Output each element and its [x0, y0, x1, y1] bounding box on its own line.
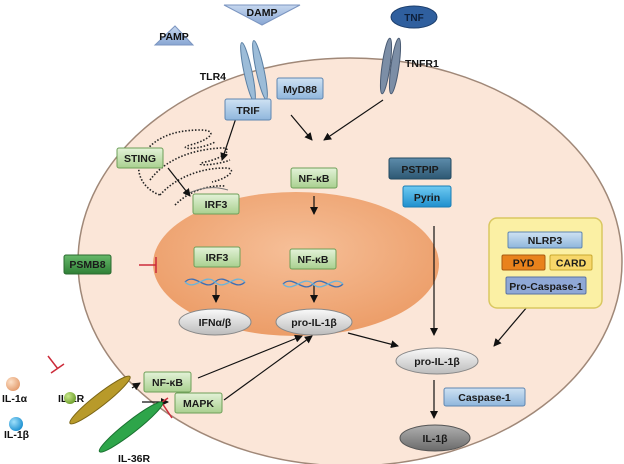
mapk-label: MAPK: [183, 398, 214, 410]
mapk-box: MAPK: [174, 392, 223, 414]
caspase1-box: Caspase-1: [443, 387, 526, 407]
arrow-sting-irf3: [167, 167, 191, 197]
myd88-label: MyD88: [283, 84, 317, 96]
nucleus-irf3-box: IRF3: [193, 246, 241, 268]
nfkb-cyto-box: NF-κB: [290, 167, 338, 189]
arrow-nucleus-proil1b: [347, 332, 399, 349]
proil1b-oval: pro-IL-1β: [395, 347, 479, 375]
tnf-label: TNF: [404, 13, 423, 24]
nfkb-il1r-label: NF-κB: [152, 377, 183, 389]
inhibit-il1ra-il1r: [47, 355, 65, 374]
arrow-myd88-nfkb: [290, 114, 313, 141]
il1b-oval: IL-1β: [399, 424, 471, 452]
il1a-ligand: IL-1α: [2, 377, 28, 405]
nucleus-nfkb-label: NF-κB: [298, 254, 329, 266]
myd88-box: MyD88: [276, 77, 324, 100]
pstpip-box: PSTPIP: [388, 157, 452, 180]
tnfr1-label: TNFR1: [405, 58, 439, 70]
inhibit-psmb8-nucleus: [139, 257, 157, 273]
irf3-cyto-box: IRF3: [192, 193, 240, 215]
nlrp3-label: NLRP3: [528, 235, 563, 247]
inflammasome: NLRP3 PYD CARD Pro-Caspase-1: [488, 217, 603, 309]
nfkb-il1r-box: NF-κB: [143, 371, 192, 393]
damp-label: DAMP: [247, 7, 278, 19]
nucleus-proil1b-label: pro-IL-1β: [291, 317, 337, 329]
proil1b-label: pro-IL-1β: [414, 356, 460, 368]
nfkb-cyto-label: NF-κB: [299, 173, 330, 185]
psmb8-label: PSMB8: [69, 259, 105, 271]
psmb8-box: PSMB8: [63, 254, 112, 275]
nucleus-nfkb-box: NF-κB: [289, 248, 337, 270]
dna-icon: [184, 278, 246, 286]
card-label: CARD: [556, 258, 587, 270]
pstpip-label: PSTPIP: [401, 164, 438, 176]
pyrin-box: Pyrin: [402, 185, 452, 208]
irf3-cyto-label: IRF3: [205, 199, 228, 211]
damp: DAMP: [223, 4, 301, 26]
nucleus-irf3-label: IRF3: [206, 252, 229, 264]
nucleus-proil1b-oval: pro-IL-1β: [275, 308, 353, 336]
tnf: TNF: [390, 5, 438, 29]
arrow-trif-irf3: [220, 114, 238, 161]
caspase1-label: Caspase-1: [458, 392, 511, 404]
il1b-ligand: IL-1β: [4, 417, 30, 441]
il1b-product-label: IL-1β: [422, 433, 448, 445]
il36r-receptor: IL-36R: [98, 401, 164, 464]
pamp: PAMP: [153, 25, 195, 46]
sting-box: STING: [116, 147, 164, 169]
pyd-label: PYD: [513, 258, 535, 270]
pro-caspase1-label: Pro-Caspase-1: [509, 281, 583, 293]
pyrin-label: Pyrin: [414, 192, 440, 204]
arrow-mapk-nucleus: [223, 335, 313, 401]
trif-box: TRIF: [224, 98, 272, 121]
il36r-label: IL-36R: [118, 453, 151, 464]
arrow-il1r-nfkb: [131, 382, 141, 391]
ifn-label: IFNα/β: [199, 317, 232, 329]
sting-label: STING: [124, 153, 156, 165]
il1a-label: IL-1α: [2, 393, 28, 405]
arrow-tnfr1-nfkb: [323, 99, 384, 141]
ifn-oval: IFNα/β: [178, 308, 252, 336]
arrow-nfkb-il1r-nucleus: [197, 334, 303, 379]
tlr4-label: TLR4: [200, 71, 226, 83]
dna-icon: [282, 280, 344, 288]
tnfr1-receptor: TNFR1: [379, 37, 439, 95]
il1b-ligand-label: IL-1β: [4, 429, 30, 441]
trif-label: TRIF: [236, 105, 260, 117]
pamp-label: PAMP: [159, 31, 189, 43]
il36a-ligand: [64, 392, 76, 404]
